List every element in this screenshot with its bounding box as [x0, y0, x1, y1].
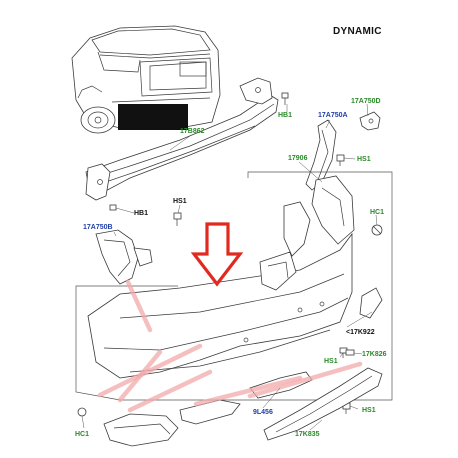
label-hs1-mid: HS1	[173, 198, 187, 205]
label-17b862: 17B862	[180, 128, 205, 135]
label-17k922: <17K922	[346, 329, 375, 336]
label-17a750d: 17A750D	[351, 98, 381, 105]
inner-bracket-left	[259, 201, 311, 291]
fastener-hs1-right	[336, 154, 345, 166]
label-hc1-right: HC1	[370, 209, 384, 216]
bracket-17a750b	[95, 229, 153, 285]
label-hs1-bottom: HS1	[362, 407, 376, 414]
fastener-hs1-mid	[173, 212, 182, 226]
clip-hc1-right	[371, 224, 383, 236]
label-hs1-right: HS1	[357, 156, 371, 163]
fastener-17k826	[345, 349, 355, 356]
label-17k826: 17K826	[362, 351, 387, 358]
undertray-left	[103, 413, 179, 447]
side-trim-17k922	[359, 287, 383, 319]
assembly-frame	[75, 171, 393, 401]
label-17a750a: 17A750A	[318, 112, 348, 119]
label-hs1-lower: HS1	[324, 358, 338, 365]
bracket-17a750d	[359, 111, 381, 131]
label-17k835: 17K835	[295, 431, 320, 438]
leader-lines	[81, 103, 378, 431]
label-17906: 17906	[288, 155, 308, 162]
clip-hc1-left	[77, 407, 87, 417]
fastener-hb1-left	[109, 204, 117, 211]
fastener-hb1-top	[281, 92, 289, 105]
diagram-title: DYNAMIC	[333, 26, 382, 37]
down-arrow-icon	[190, 222, 244, 287]
label-hc1-left: HC1	[75, 431, 89, 438]
label-hb1-top: HB1	[278, 112, 292, 119]
callout-lines	[97, 279, 363, 413]
vehicle-rear-icon	[71, 25, 221, 134]
reinforcement-beam	[85, 77, 279, 201]
label-17a750b: 17A750B	[83, 224, 113, 231]
label-hb1-left: HB1	[134, 210, 148, 217]
label-9l456: 9L456	[253, 409, 273, 416]
diffuser-17k835	[263, 367, 383, 441]
